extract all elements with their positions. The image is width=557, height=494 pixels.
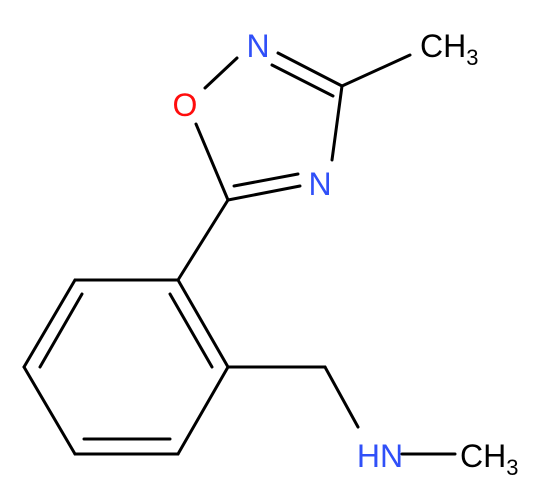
- atom-o-ring: O: [173, 87, 198, 123]
- atom-hn: HN: [357, 438, 403, 474]
- atom-ch3-top: CH3: [420, 28, 478, 70]
- bond-benz-6-1: [176, 278, 230, 369]
- bond-ch2-nh: [323, 365, 360, 429]
- atom-n-right: N: [308, 166, 331, 202]
- bond-c3-n-right: [330, 84, 344, 162]
- bond-n-right-c5: [226, 184, 302, 202]
- bond-benz-3-4: [22, 365, 77, 456]
- bond-n-right-c5-double: [232, 172, 300, 188]
- bond-benz-5-6: [176, 365, 230, 456]
- bond-o-n-top: [203, 56, 239, 90]
- bond-benz-2-3-inner: [38, 292, 84, 369]
- bond-n-top-c3: [276, 51, 344, 88]
- bond-c3-methyl: [340, 53, 412, 88]
- bond-benz-2-3: [22, 278, 77, 369]
- atom-n-top: N: [246, 28, 269, 64]
- atom-ch3-bottom: CH3: [460, 438, 518, 480]
- bond-n-top-c3-double: [270, 63, 335, 98]
- bond-c5-o: [194, 122, 230, 202]
- bond-c5-benzene: [176, 198, 230, 282]
- bond-benz-6-1-inner: [168, 292, 214, 369]
